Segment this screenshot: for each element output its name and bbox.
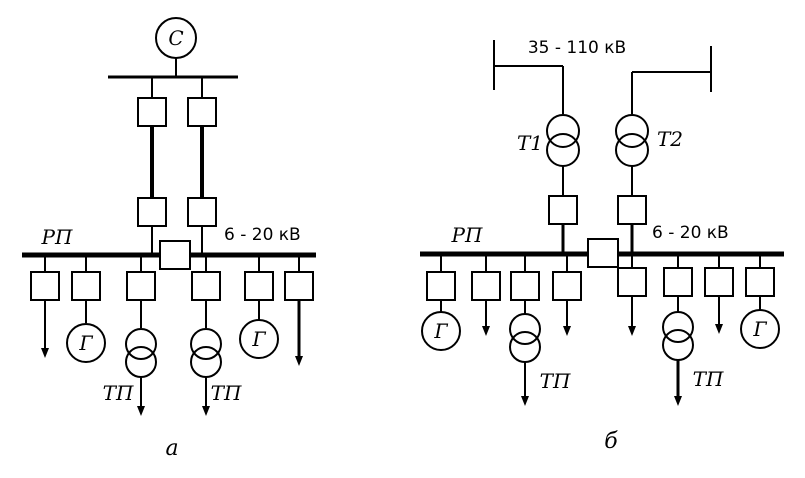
transformer-b-left-upper <box>509 313 541 345</box>
transformer-t1-upper <box>546 114 580 148</box>
hv-voltage-label: 35 - 110 кВ <box>528 38 626 58</box>
breaker-b-t2 <box>617 195 647 225</box>
generator-label-b-right: Г <box>752 317 767 341</box>
voltage-label-b: 6 - 20 кВ <box>652 223 729 243</box>
substation-arrow-a-right <box>202 406 210 416</box>
generator-b-right <box>740 309 780 349</box>
breaker-a-feeder-5 <box>244 271 274 301</box>
feeder-arrow-a-6 <box>295 356 303 366</box>
transformer-t1-label: Т1 <box>517 131 543 155</box>
breaker-b-feeder-3 <box>510 271 540 301</box>
system-source-label: С <box>168 26 183 50</box>
breaker-b-feeder-5 <box>617 267 647 297</box>
substation-arrow-b-right <box>674 396 682 406</box>
transformer-a-left-upper <box>125 328 157 360</box>
substation-label-a-left: ТП <box>103 381 134 405</box>
breaker-a-mid-left <box>137 197 167 227</box>
breaker-a-top-left <box>137 97 167 127</box>
caption-b: б <box>604 429 618 454</box>
breaker-b-t1 <box>548 195 578 225</box>
generator-b-left <box>421 311 461 351</box>
feeder-arrow-b-7 <box>715 324 723 334</box>
diagram-b: 35 - 110 кВ Т1 Т2 РП 6 - 20 кВ Г <box>420 38 784 454</box>
breaker-a-mid-right <box>187 197 217 227</box>
bus-label-b: РП <box>451 223 483 247</box>
transformer-t2-label: Т2 <box>657 127 683 151</box>
generator-label-b-left: Г <box>433 319 448 343</box>
voltage-label-a: 6 - 20 кВ <box>224 225 301 245</box>
feeder-arrow-b-5 <box>628 326 636 336</box>
bus-sectional-breaker-a <box>159 240 191 270</box>
transformer-b-right-upper <box>662 311 694 343</box>
substation-arrow-b-left <box>521 396 529 406</box>
breaker-a-feeder-1 <box>30 271 60 301</box>
breaker-a-top-right <box>187 97 217 127</box>
feeder-arrow-a-1 <box>41 348 49 358</box>
diagram-a: С РП 6 - 20 кВ Г <box>22 17 316 461</box>
breaker-b-feeder-1 <box>426 271 456 301</box>
substation-label-a-right: ТП <box>211 381 242 405</box>
breaker-b-feeder-8 <box>745 267 775 297</box>
generator-a-right <box>239 319 279 359</box>
feeder-arrow-b-4 <box>563 326 571 336</box>
substation-arrow-a-left <box>137 406 145 416</box>
generator-a-left <box>66 323 106 363</box>
breaker-b-feeder-4 <box>552 271 582 301</box>
breaker-a-feeder-3 <box>126 271 156 301</box>
breaker-b-feeder-2 <box>471 271 501 301</box>
breaker-b-feeder-7 <box>704 267 734 297</box>
bus-sectional-breaker-b <box>587 238 619 268</box>
generator-label-a-right: Г <box>251 327 266 351</box>
substation-label-b-left: ТП <box>540 369 571 393</box>
caption-a: а <box>165 436 178 461</box>
generator-label-a-left: Г <box>78 331 93 355</box>
breaker-a-feeder-6 <box>284 271 314 301</box>
feeder-arrow-b-2 <box>482 326 490 336</box>
transformer-t2-upper <box>615 114 649 148</box>
breaker-a-feeder-4 <box>191 271 221 301</box>
substation-label-b-right: ТП <box>693 367 724 391</box>
transformer-a-right-upper <box>190 328 222 360</box>
bus-label-a: РП <box>41 225 73 249</box>
breaker-b-feeder-6 <box>663 267 693 297</box>
breaker-a-feeder-2 <box>71 271 101 301</box>
